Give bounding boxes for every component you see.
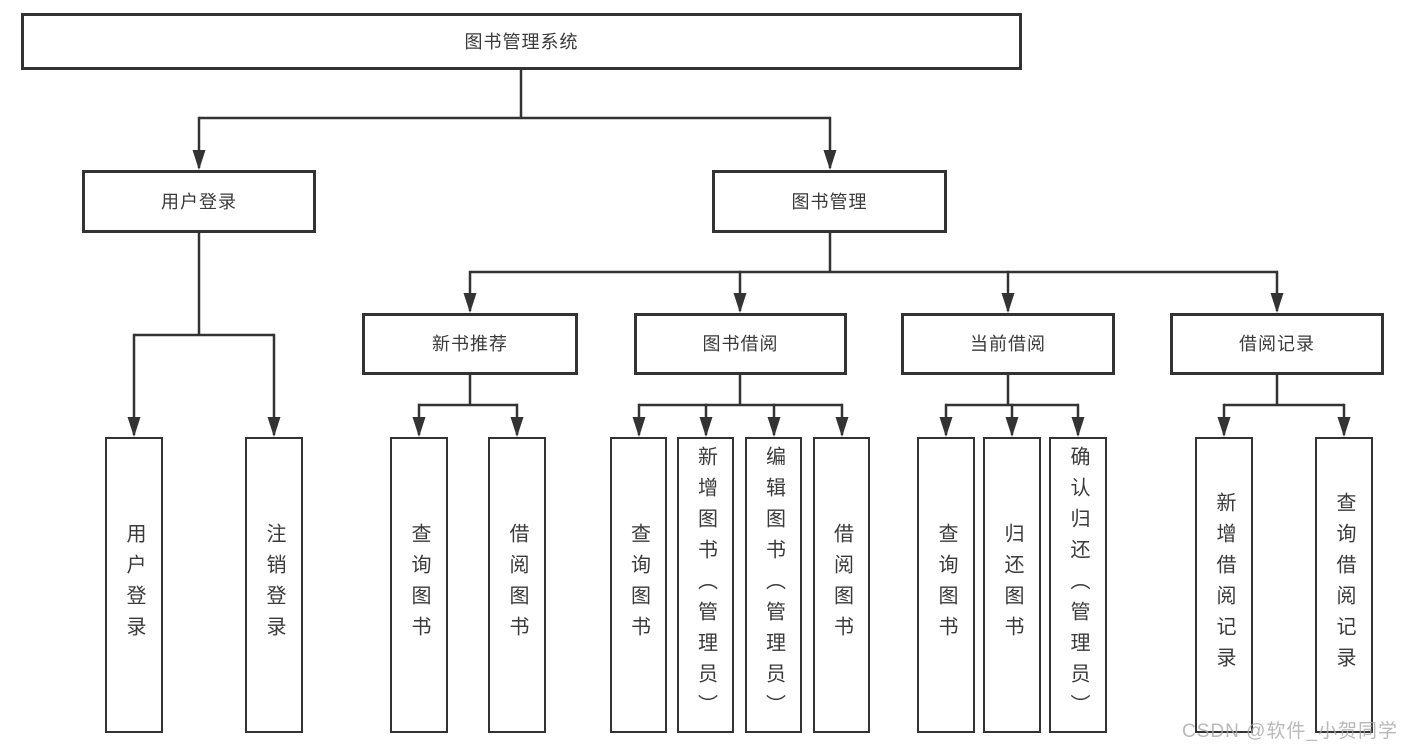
node-label: 归还图书 [1001, 523, 1023, 647]
node-label: 查询图书 [935, 523, 957, 647]
node-book-management-system: 图书管理系统 [21, 13, 1022, 70]
node-borrowing-records: 借阅记录 [1170, 313, 1384, 375]
node-query-borrow-record: 查询借阅记录 [1315, 437, 1373, 733]
node-label: 新增图书（管理员） [694, 445, 717, 725]
node-label: 借阅图书 [830, 523, 853, 647]
node-book-borrowing: 图书借阅 [634, 313, 847, 375]
node-return-books: 归还图书 [983, 437, 1041, 733]
node-label: 注销登录 [263, 523, 285, 647]
node-label: 新增借阅记录 [1213, 492, 1235, 678]
node-user-login-leaf: 用户登录 [105, 437, 163, 733]
node-user-login: 用户登录 [82, 170, 316, 233]
node-current-borrowing: 当前借阅 [901, 313, 1115, 375]
node-label: 借阅图书 [506, 523, 528, 647]
node-query-books-borrowing: 查询图书 [610, 437, 667, 733]
node-label: 用户登录 [123, 523, 145, 647]
node-confirm-return-admin: 确认归还（管理员） [1049, 437, 1107, 733]
node-book-management: 图书管理 [712, 170, 947, 233]
node-add-books-admin: 新增图书（管理员） [677, 437, 734, 733]
node-query-books-recommend: 查询图书 [390, 437, 448, 733]
node-new-book-recommend: 新书推荐 [362, 313, 578, 375]
watermark: CSDN @软件_小贺同学 [1182, 721, 1398, 742]
node-logout: 注销登录 [245, 437, 303, 733]
node-borrow-books-borrowing: 借阅图书 [813, 437, 870, 733]
node-query-books-current: 查询图书 [917, 437, 975, 733]
node-edit-books-admin: 编辑图书（管理员） [745, 437, 802, 733]
node-label: 查询图书 [627, 523, 650, 647]
node-borrow-books-recommend: 借阅图书 [488, 437, 546, 733]
node-add-borrow-record: 新增借阅记录 [1195, 437, 1253, 733]
node-label: 查询借阅记录 [1333, 492, 1355, 678]
node-label: 确认归还（管理员） [1067, 445, 1089, 725]
node-label: 查询图书 [408, 523, 430, 647]
node-label: 编辑图书（管理员） [762, 445, 785, 725]
